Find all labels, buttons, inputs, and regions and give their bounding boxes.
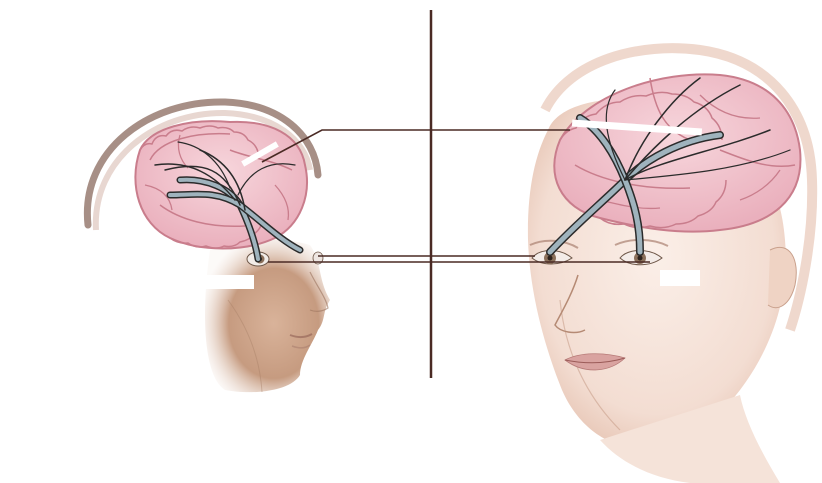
ear (768, 247, 796, 307)
label-mask-left (196, 275, 254, 289)
frontal-oblique-view (528, 48, 812, 483)
